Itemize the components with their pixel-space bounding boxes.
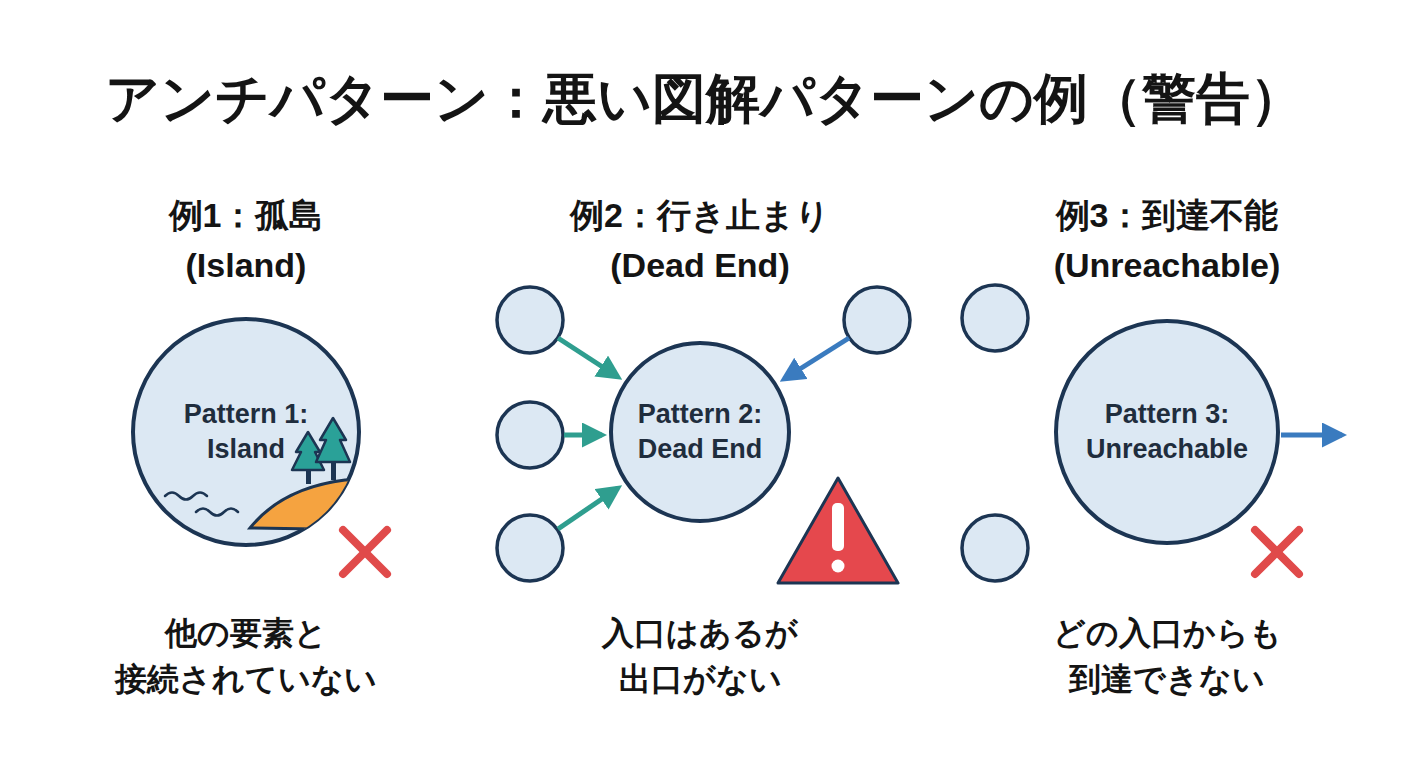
example-heading: 例3：到達不能 (Unreachable) [1027,190,1307,290]
circle-shape [611,343,789,521]
pattern-circle: Pattern 1: Island [131,317,361,547]
cross-mark [1255,530,1299,574]
node-text-holder: Pattern 1: Island [131,317,361,547]
circle-outline [609,341,791,523]
circle-outline [131,317,361,547]
pattern-description: 入口はあるが 出口がない [550,610,850,702]
node-label: Pattern 2: Dead End [613,397,788,467]
circle-shape [133,319,359,545]
circle-outline [1054,319,1280,545]
satellite-circles [497,285,1028,581]
pattern-description: どの入口からも 到達できない [1017,610,1317,702]
node-label: Pattern 1: Island [159,397,334,467]
circle-shape [1056,321,1278,543]
example-heading: 例1：孤島 (Island) [106,190,386,290]
pattern-description: 他の要素と 接続されていない [96,610,396,702]
node-text-holder: Pattern 3: Unreachable [1054,319,1280,545]
example-heading: 例2：行き止まり (Dead End) [560,190,840,290]
node-text-holder: Pattern 2: Dead End [609,341,791,523]
pattern-circle: Pattern 3: Unreachable [1054,319,1280,545]
pattern-circle: Pattern 2: Dead End [609,341,791,523]
diagram-title: アンチパターン：悪い図解パターンの例（警告） [0,66,1408,130]
cross-mark [343,530,387,574]
node-label: Pattern 3: Unreachable [1080,397,1255,467]
warning-symbol [778,478,898,583]
